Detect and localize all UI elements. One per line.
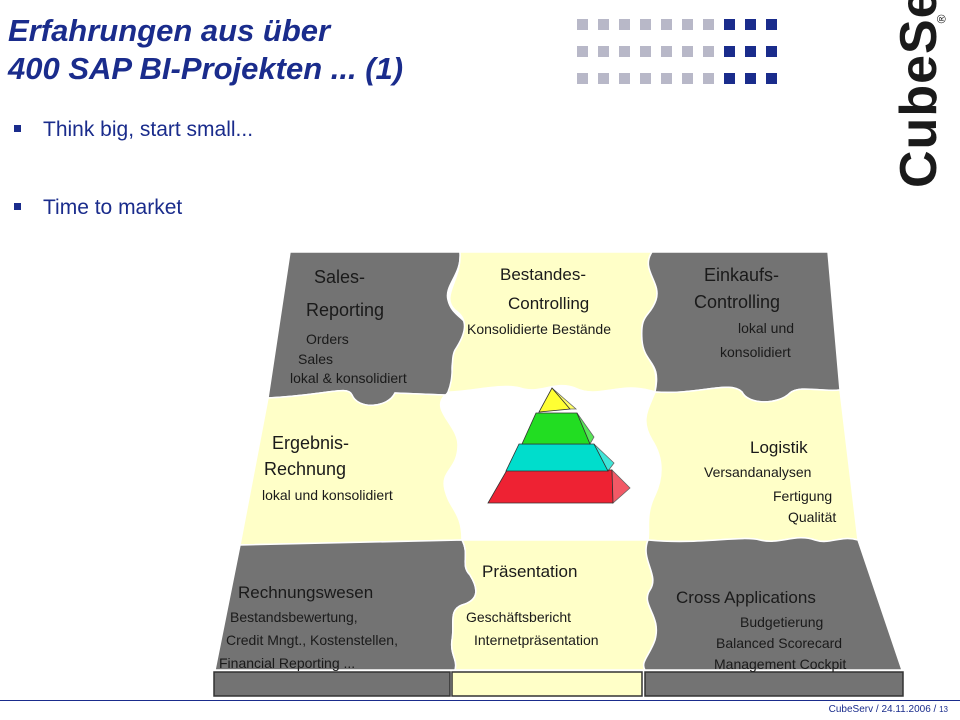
praesentation-title-1: Präsentation	[482, 562, 577, 581]
ergebnis-title-1: Ergebnis-	[272, 433, 349, 453]
ergebnis-line-1: lokal und konsolidiert	[262, 487, 393, 503]
bullet-square-icon	[14, 124, 21, 132]
ergebnis-title-2: Rechnung	[264, 459, 346, 479]
base-strip-right	[644, 671, 904, 697]
pyramid-layer-1-side	[551, 387, 578, 410]
puzzle-piece-cross	[643, 537, 904, 671]
logistik-line-2: Fertigung	[773, 488, 832, 504]
rechnungswesen-line-2: Credit Mngt., Kostenstellen,	[226, 632, 398, 648]
pyramid-layer-3-side	[593, 443, 615, 472]
bestandes-title-2: Controlling	[508, 294, 589, 313]
einkauf-line-2: konsolidiert	[720, 344, 791, 360]
cross-line-2: Balanced Scorecard	[716, 635, 842, 651]
bullet-item: Think big, start small...	[14, 118, 253, 142]
footer-text: CubeServ / 24.11.2006 /	[828, 704, 937, 715]
einkauf-title-1: Einkaufs-	[704, 265, 779, 285]
logistik-line-1: Versandanalysen	[704, 464, 811, 480]
slide-footer: CubeServ / 24.11.2006 / 13	[829, 704, 948, 715]
bestandes-title-1: Bestandes-	[500, 265, 586, 284]
pyramid-layer-2-side	[576, 412, 595, 445]
rechnungswesen-line-1: Bestandsbewertung,	[230, 609, 358, 625]
cross-line-1: Budgetierung	[740, 614, 823, 630]
sales-title-1: Sales-	[314, 267, 365, 287]
footer-divider	[0, 700, 960, 701]
sales-line-2: Sales	[298, 351, 333, 367]
bullet-item: Time to market	[14, 196, 182, 220]
base-strip-center	[451, 671, 643, 697]
logistik-title-1: Logistik	[750, 438, 808, 457]
pyramid-layer-3	[505, 443, 609, 472]
pyramid-layer-4	[487, 469, 614, 504]
slide-title-line-2: 400 SAP BI-Projekten ... (1)	[8, 51, 404, 86]
bullet-square-icon	[14, 202, 21, 210]
rechnungswesen-title-1: Rechnungswesen	[238, 583, 373, 602]
puzzle-piece-praesentation	[450, 539, 658, 671]
slide-title: Erfahrungen aus über 400 SAP BI-Projekte…	[8, 12, 403, 88]
einkauf-title-2: Controlling	[694, 292, 780, 312]
logistik-line-3: Qualität	[788, 509, 836, 525]
bullet-text: Time to market	[43, 196, 183, 219]
rechnungswesen-line-3: Financial Reporting ...	[219, 655, 355, 671]
page-number: 13	[939, 705, 948, 714]
sales-line-1: Orders	[306, 331, 349, 347]
pyramid-graphic	[487, 387, 631, 504]
einkauf-line-1: lokal und	[738, 320, 794, 336]
cross-line-3: Management Cockpit	[714, 656, 846, 672]
slide-title-line-1: Erfahrungen aus über	[8, 13, 331, 48]
base-strip-left	[213, 671, 451, 697]
praesentation-line-2: Internetpräsentation	[474, 632, 599, 648]
bullet-text: Think big, start small...	[43, 118, 254, 141]
cross-title-1: Cross Applications	[676, 588, 816, 607]
puzzle-piece-rechnungswesen	[214, 539, 477, 671]
sales-line-3: lokal & konsolidiert	[290, 370, 407, 386]
praesentation-line-1: Geschäftsbericht	[466, 609, 571, 625]
bestandes-line-1: Konsolidierte Bestände	[467, 321, 611, 337]
pyramid-layer-4-side	[611, 469, 631, 504]
sales-title-2: Reporting	[306, 300, 384, 320]
